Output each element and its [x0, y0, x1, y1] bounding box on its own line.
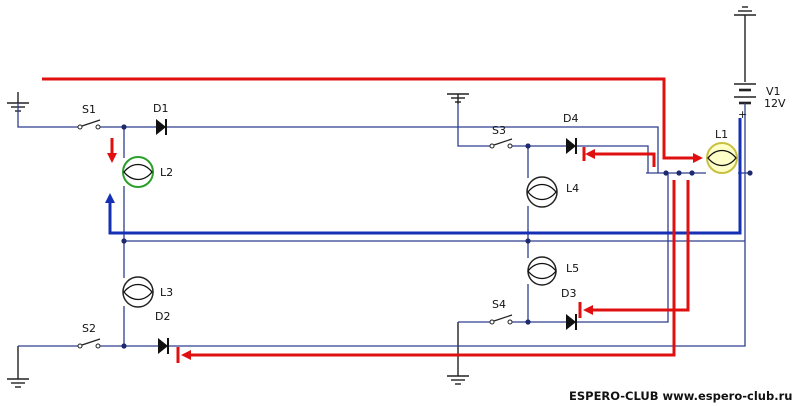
- switch-s1-label: S1: [82, 103, 96, 116]
- switch-s1: [77, 119, 101, 130]
- switch-s3-label: S3: [492, 124, 506, 137]
- lamp-l4-label: L4: [566, 182, 579, 195]
- switch-s3: [489, 138, 513, 149]
- diode-d4-label: D4: [563, 112, 578, 125]
- diode-d2: [158, 338, 169, 354]
- lamp-l4: [526, 176, 558, 208]
- diode-d1: [156, 119, 167, 135]
- current-arrows-red: [42, 77, 703, 363]
- diode-d2-label: D2: [155, 310, 170, 323]
- ground-symbol-right-top: [734, 6, 756, 82]
- lamp-l5-label: L5: [566, 262, 579, 275]
- lamp-l3-label: L3: [160, 286, 173, 299]
- diode-d3-label: D3: [561, 287, 576, 300]
- diode-d4: [566, 138, 577, 154]
- switch-s2: [77, 338, 101, 349]
- switch-s4-label: S4: [492, 298, 506, 311]
- diode-d1-label: D1: [153, 102, 168, 115]
- lamp-l1-label: L1: [715, 128, 728, 141]
- lamp-l3: [122, 276, 154, 308]
- battery-v1: [734, 83, 756, 173]
- ground-symbol-left-bottom: [7, 346, 29, 388]
- battery-v1-label: V1: [766, 85, 781, 98]
- diode-d3: [566, 314, 577, 330]
- battery-plus-sign: +: [738, 108, 747, 121]
- lamp-l5: [527, 256, 557, 286]
- ground-symbol-middle-top: [447, 93, 469, 104]
- ground-symbol-middle-bottom: [447, 322, 469, 385]
- junction-dots: [121, 124, 753, 349]
- lamp-l1: [706, 142, 738, 174]
- battery-v1-value: 12V: [764, 97, 786, 110]
- switch-s4: [489, 314, 513, 325]
- lamp-l2: [122, 156, 154, 188]
- watermark: ESPERO-CLUB www.espero-club.ru: [569, 389, 792, 403]
- switch-s2-label: S2: [82, 322, 96, 335]
- current-path-blue: [105, 118, 742, 235]
- lamp-l2-label: L2: [160, 166, 173, 179]
